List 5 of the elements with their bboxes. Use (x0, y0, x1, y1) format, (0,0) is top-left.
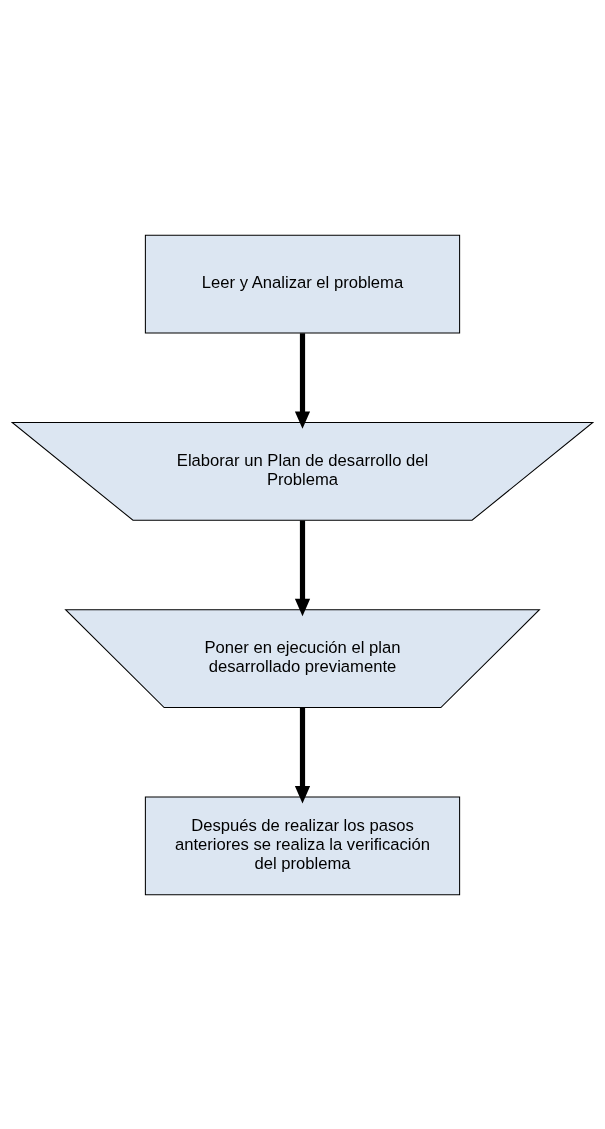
arrow (294, 332, 311, 429)
node-box: Leer y Analizar el problema (144, 234, 461, 333)
arrow (294, 520, 311, 616)
node-box: Después de realizar los pasos anteriores se realiza la verificación del problema (144, 796, 461, 895)
arrow (294, 707, 311, 803)
